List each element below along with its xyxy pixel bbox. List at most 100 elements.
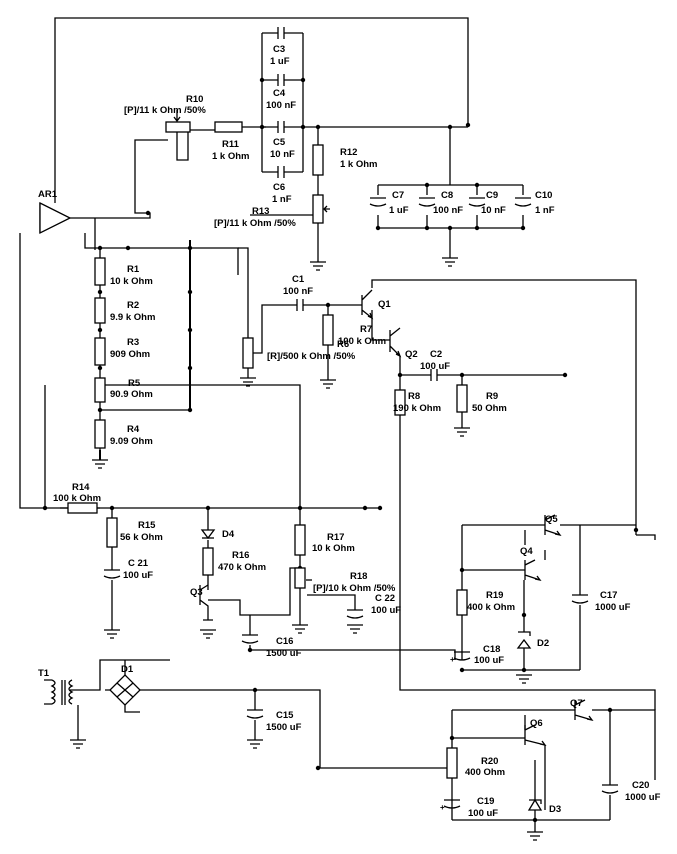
capacitor-c2: C2 100 uF [420, 349, 450, 381]
r9-value: 50 Ohm [472, 403, 507, 414]
transistor-q5: Q5 [540, 514, 562, 536]
resistor-r17: R17 10 k Ohm [294, 524, 355, 556]
resistor-r15: R15 56 k Ohm [106, 517, 163, 548]
junction-dots [42, 77, 639, 823]
r7-ref: R7 [360, 324, 372, 335]
c15-ref: C15 [276, 710, 294, 721]
r20-ref: R20 [481, 756, 498, 767]
r12-value: 1 k Ohm [340, 159, 378, 170]
c16-ref: C16 [276, 636, 293, 647]
q1-ref: Q1 [378, 299, 391, 310]
bridge-rectifier-d1: D1 [109, 664, 141, 706]
c6-value: 1 nF [272, 194, 292, 205]
transistor-q1: Q1 [361, 289, 391, 320]
c19-ref: C19 [477, 796, 494, 807]
c18-value: 100 uF [474, 655, 504, 666]
r10-ref: R10 [186, 94, 203, 105]
c5-value: 10 nF [270, 149, 295, 160]
r19-value: 400 k Ohm [467, 602, 515, 613]
resistor-r9: R9 50 Ohm [456, 384, 507, 414]
capacitor-c8: C8 100 nF [418, 190, 463, 216]
c7-ref: C7 [392, 190, 404, 201]
r11-value: 1 k Ohm [212, 151, 250, 162]
potentiometer-r13: R13 [P]/11 k Ohm /50% [214, 194, 330, 229]
capacitor-c4: C4 100 nF [266, 74, 296, 111]
c7-value: 1 uF [389, 205, 409, 216]
r11-ref: R11 [222, 139, 240, 150]
resistor-r8: R8 190 k Ohm [393, 389, 441, 416]
capacitor-c6: C6 1 nF [270, 166, 292, 205]
c5-ref: C5 [273, 137, 286, 148]
r15-value: 56 k Ohm [120, 532, 163, 543]
r14-ref: R14 [72, 482, 90, 493]
c10-value: 1 nF [535, 205, 555, 216]
c17-ref: C17 [600, 590, 617, 601]
c8-value: 100 nF [433, 205, 463, 216]
r5-ref: R5 [128, 378, 141, 389]
d1-ref: D1 [121, 664, 134, 675]
r20-value: 400 Ohm [465, 767, 505, 778]
r13-value: [P]/11 k Ohm /50% [214, 218, 296, 229]
capacitor-c3: C3 1 uF [270, 27, 290, 67]
capacitor-c16: C16 1500 uF [241, 634, 302, 659]
c4-value: 100 nF [266, 100, 296, 111]
r8-ref: R8 [408, 391, 420, 402]
r1-ref: R1 [127, 264, 140, 275]
c10-ref: C10 [535, 190, 552, 201]
c19-value: 100 uF [468, 808, 498, 819]
c2-value: 100 uF [420, 361, 450, 372]
c20-ref: C20 [632, 780, 649, 791]
capacitor-c21: C 21 100 uF [103, 558, 153, 581]
capacitor-c10: C10 1 nF [514, 190, 555, 216]
q4-ref: Q4 [520, 546, 533, 557]
c1-ref: C1 [292, 274, 305, 285]
resistor-r16: R16 470 k Ohm [202, 547, 266, 576]
resistor-r12: R12 1 k Ohm [312, 144, 378, 176]
transformer-t1: T1 [38, 668, 74, 705]
r16-value: 470 k Ohm [218, 562, 266, 573]
c22-value: 100 uF [371, 605, 401, 616]
c15-value: 1500 uF [266, 722, 302, 733]
r3-ref: R3 [127, 337, 139, 348]
r4-value: 9.09 Ohm [110, 436, 153, 447]
transistor-q4: Q4 [520, 546, 542, 581]
r6-value: [R]/500 k Ohm /50% [267, 351, 356, 362]
r18-value: [P]/10 k Ohm /50% [313, 583, 396, 594]
c4-ref: C4 [273, 88, 286, 99]
r7-value: 100 k Ohm [338, 336, 386, 347]
diode-d3: D3 [527, 798, 561, 815]
r13-ref: R13 [252, 206, 269, 217]
r17-value: 10 k Ohm [312, 543, 355, 554]
c3-ref: C3 [273, 44, 285, 55]
c17-value: 1000 uF [595, 602, 631, 613]
r3-value: 909 Ohm [110, 349, 150, 360]
resistor-r11: R11 1 k Ohm [212, 121, 250, 162]
capacitor-c18: + C18 100 uF [450, 644, 504, 666]
q2-ref: Q2 [405, 349, 418, 360]
r15-ref: R15 [138, 520, 156, 531]
r2-value: 9.9 k Ohm [110, 312, 155, 323]
c9-value: 10 nF [481, 205, 506, 216]
c20-value: 1000 uF [625, 792, 661, 803]
diode-d4: D4 [200, 529, 235, 540]
c22-ref: C 22 [375, 593, 395, 604]
c2-ref: C2 [430, 349, 442, 360]
resistor-r3: R3 909 Ohm [94, 337, 150, 366]
resistor-r7: R7 100 k Ohm [322, 314, 386, 347]
q7-ref: Q7 [570, 698, 583, 709]
capacitor-c9: C9 10 nF [468, 190, 506, 216]
resistor-r19: R19 400 k Ohm [456, 589, 515, 616]
resistor-r4: R4 9.09 Ohm [94, 419, 153, 449]
svg-text:+: + [440, 803, 445, 812]
c18-ref: C18 [483, 644, 500, 655]
d3-ref: D3 [549, 804, 561, 815]
r4-ref: R4 [127, 424, 140, 435]
resistor-r1: R1 10 k Ohm [94, 257, 153, 287]
ground-symbols [70, 257, 543, 841]
c6-ref: C6 [273, 182, 285, 193]
c16-value: 1500 uF [266, 648, 302, 659]
c1-value: 100 nF [283, 286, 313, 297]
c21-value: 100 uF [123, 570, 153, 581]
r14-value: 100 k Ohm [53, 493, 101, 504]
transistor-q6: Q6 [524, 718, 547, 746]
